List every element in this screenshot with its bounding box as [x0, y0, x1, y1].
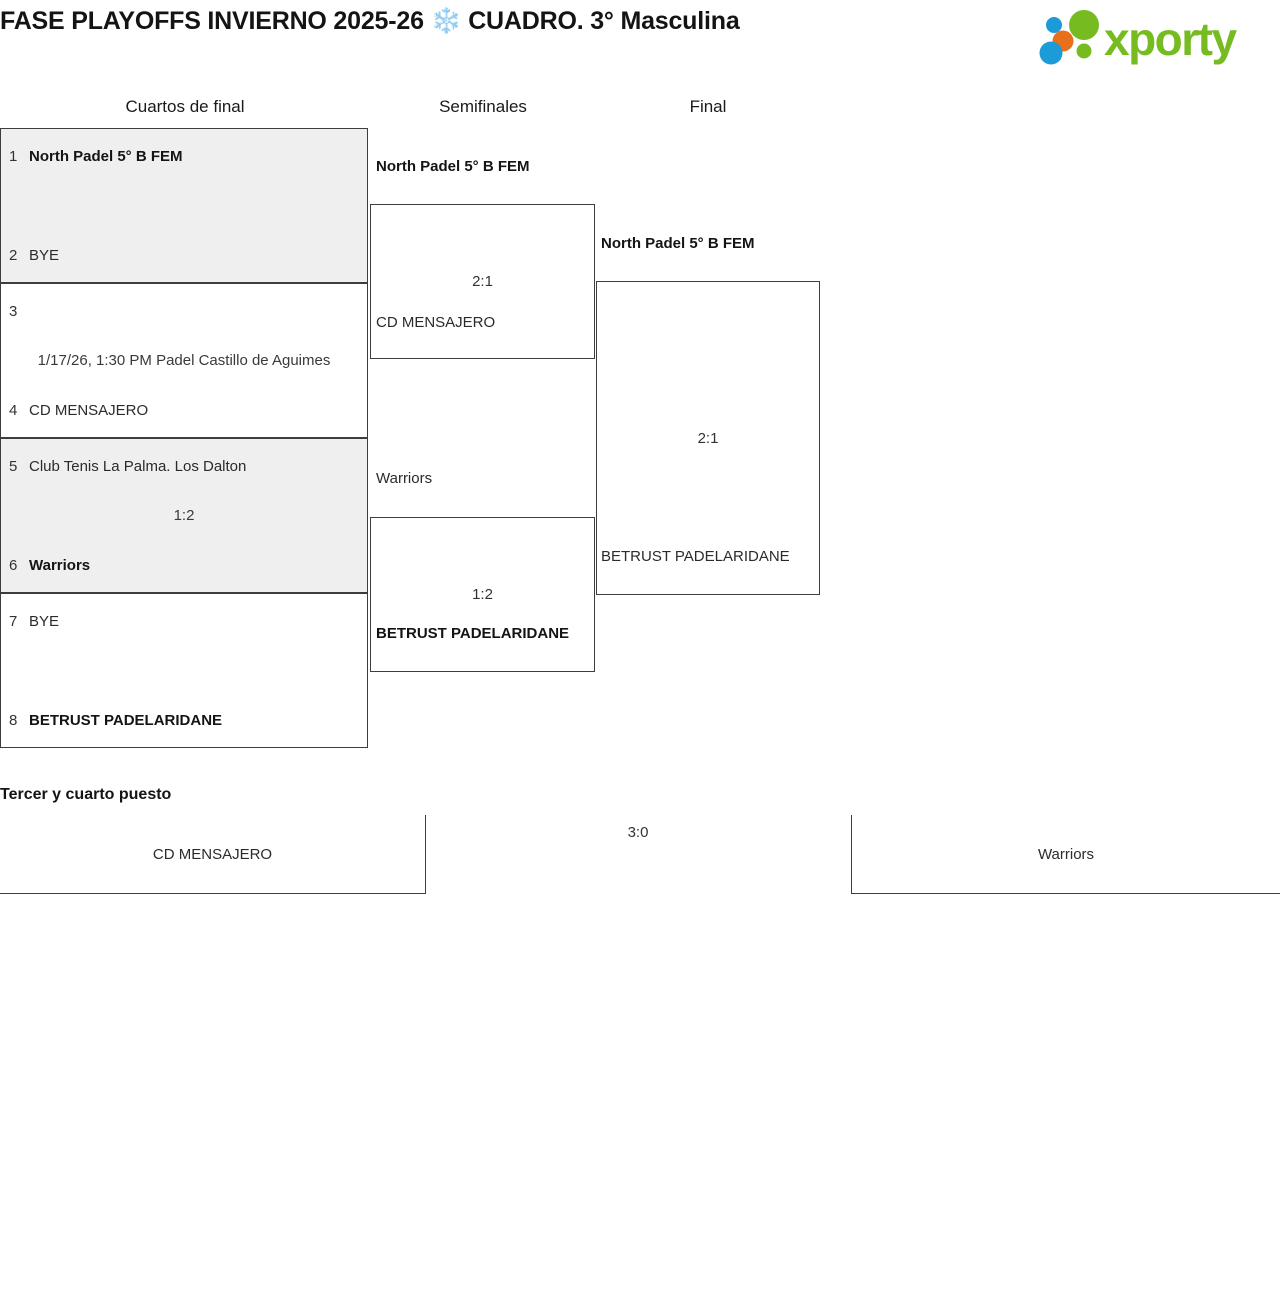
third-place-right-slot[interactable]: Warriors: [851, 815, 1280, 894]
third-place-score: 3:0: [627, 824, 649, 841]
semifinal-1-top-team: North Padel 5° B FEM: [376, 158, 530, 175]
seed-number: 8: [9, 711, 18, 729]
match-info-text: 1/17/26, 1:30 PM Padel Castillo de Aguim…: [37, 352, 331, 369]
svg-text:xporty: xporty: [1104, 13, 1238, 65]
match-slot-bottom[interactable]: 4 CD MENSAJERO: [1, 397, 367, 423]
semifinal-2-bottom-team: BETRUST PADELARIDANE: [376, 625, 570, 642]
match-slot-bottom[interactable]: 6 Warriors: [1, 552, 367, 578]
match-slot-top[interactable]: 3: [1, 298, 367, 324]
semifinal-match-2[interactable]: 1:2: [370, 517, 595, 672]
seed-number: 1: [9, 147, 18, 165]
quarterfinal-match-1[interactable]: 1 North Padel 5° B FEM 2 BYE: [0, 128, 368, 283]
seed-number: 6: [9, 556, 18, 574]
match-slot-bottom[interactable]: 2 BYE: [1, 242, 367, 268]
match-score-text: 1:2: [173, 507, 195, 524]
round-header-semifinals: Semifinales: [439, 97, 527, 116]
seed-number: 5: [9, 457, 18, 475]
final-match[interactable]: 2:1: [596, 281, 820, 595]
third-place-left-slot[interactable]: CD MENSAJERO: [0, 815, 426, 894]
match-slot-top[interactable]: 5 Club Tenis La Palma. Los Dalton: [1, 453, 367, 479]
team-name: Club Tenis La Palma. Los Dalton: [29, 457, 247, 475]
round-header-final: Final: [689, 97, 727, 116]
quarterfinal-match-2[interactable]: 3 1/17/26, 1:30 PM Padel Castillo de Agu…: [0, 283, 368, 438]
match-slot-bottom[interactable]: 8 BETRUST PADELARIDANE: [1, 707, 367, 733]
match-slot-top[interactable]: 7 BYE: [1, 608, 367, 634]
team-name: CD MENSAJERO: [29, 401, 149, 419]
semifinal-1-score: 2:1: [472, 273, 493, 290]
page-title: FASE PLAYOFFS INVIERNO 2025-26 ❄️ CUADRO…: [0, 7, 740, 35]
team-name: Warriors: [29, 556, 91, 574]
final-score: 2:1: [697, 429, 719, 447]
tournament-bracket: 1 North Padel 5° B FEM 2 BYE 3 1/17/26, …: [0, 128, 820, 748]
match-slot-top[interactable]: 1 North Padel 5° B FEM: [1, 143, 367, 169]
team-name: BETRUST PADELARIDANE: [29, 711, 223, 729]
semifinal-match-1[interactable]: 2:1: [370, 204, 595, 359]
semifinal-1-bottom-team: CD MENSAJERO: [376, 314, 496, 331]
final-bottom-team: BETRUST PADELARIDANE: [601, 548, 790, 565]
third-place-title: Tercer y cuarto puesto: [0, 786, 172, 803]
team-name: North Padel 5° B FEM: [29, 147, 183, 165]
team-name: BYE: [29, 612, 60, 630]
semifinal-2-top-team: Warriors: [376, 470, 433, 487]
semifinal-2-score: 1:2: [472, 586, 493, 603]
team-name: BYE: [29, 246, 60, 264]
quarterfinal-match-3[interactable]: 5 Club Tenis La Palma. Los Dalton 1:2 6 …: [0, 438, 368, 593]
third-place-right-team: Warriors: [1037, 845, 1095, 863]
final-top-team: North Padel 5° B FEM: [601, 235, 755, 252]
seed-number: 2: [9, 246, 18, 264]
round-header-quarterfinals: Cuartos de final: [125, 97, 245, 116]
seed-number: 3: [9, 302, 18, 320]
xporty-logo-svg: xporty: [1039, 10, 1239, 65]
seed-number: 4: [9, 401, 18, 419]
third-place-left-team: CD MENSAJERO: [152, 845, 273, 863]
quarterfinal-match-4[interactable]: 7 BYE 8 BETRUST PADELARIDANE: [0, 593, 368, 748]
seed-number: 7: [9, 612, 18, 630]
xporty-logo: xporty: [1032, 8, 1272, 68]
